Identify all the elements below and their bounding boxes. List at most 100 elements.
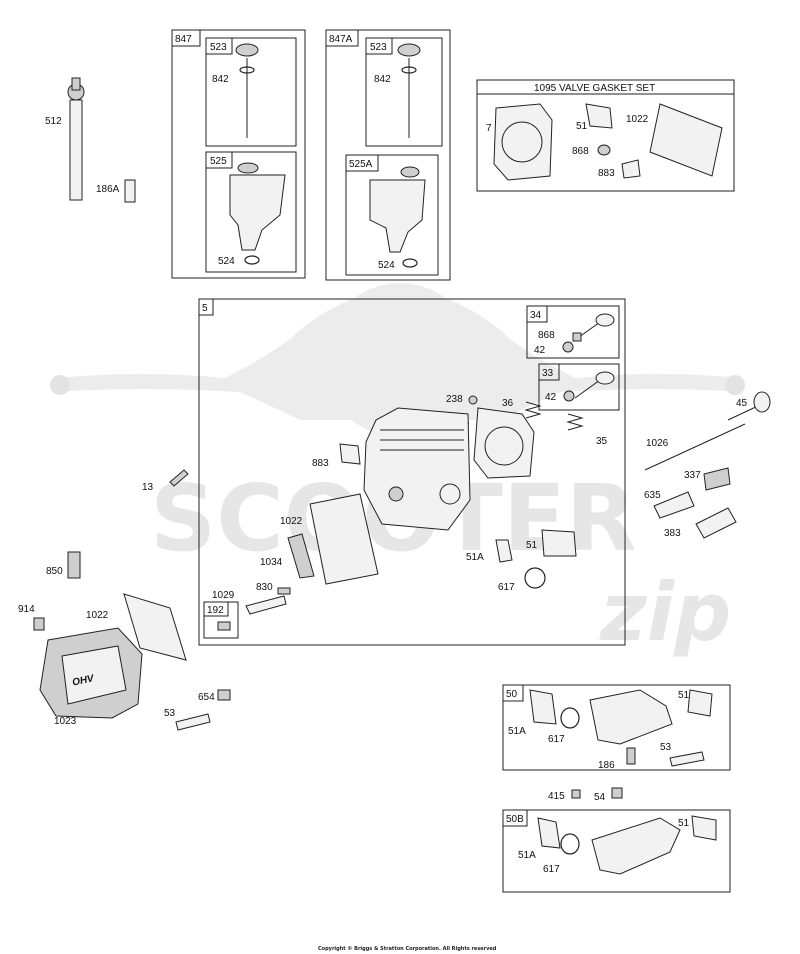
- part-850-sealant-tube: [67, 551, 81, 579]
- part-45-valve: [727, 391, 771, 421]
- label-m617: 617: [548, 734, 565, 745]
- part-42-keeper-a: [562, 341, 574, 353]
- label-h1029: 1029: [212, 590, 235, 601]
- part-883-gasket: [621, 159, 641, 179]
- label-186a: 186A: [96, 184, 120, 195]
- label-l1022: 1022: [86, 610, 109, 621]
- copyright-text: Copyright © Briggs & Stratton Corporatio…: [318, 946, 497, 952]
- part-53-stud-c: [669, 751, 705, 767]
- box-847a-tube-panel: [345, 154, 439, 276]
- label-l914: 914: [18, 604, 35, 615]
- part-524-oring: [244, 255, 260, 265]
- label-h35: 35: [596, 436, 608, 447]
- label-m186: 186: [598, 760, 615, 771]
- part-1022-gasket-b: [309, 493, 379, 585]
- part-7-head-gasket-b: [473, 407, 535, 479]
- label-r635: 635: [644, 490, 661, 501]
- part-cylinder-head: [363, 407, 471, 531]
- label-842-b: 842: [374, 74, 391, 85]
- box-847a-inner-523: 523: [370, 42, 387, 53]
- label-m51a: 51A: [508, 726, 526, 737]
- part-617-oring-d: [560, 833, 580, 855]
- box-34-title: 34: [530, 310, 542, 321]
- box-5-title: 5: [202, 303, 208, 314]
- label-r383: 383: [664, 528, 681, 539]
- part-13-bolt: [169, 469, 189, 487]
- part-525a-fill-tube: [369, 166, 426, 253]
- part-617-oring-c: [560, 707, 580, 729]
- part-35-spring: [566, 413, 584, 431]
- part-50b-intake-manifold: [591, 817, 681, 875]
- box-847a: 847A 523 842 525A 524: [325, 29, 451, 281]
- part-525-fill-tube: [229, 162, 286, 251]
- part-53-stud: [175, 713, 211, 731]
- part-415-screw: [571, 789, 581, 799]
- label-s415: 415: [548, 791, 565, 802]
- part-635-sleeve: [653, 491, 695, 519]
- label-v7: 7: [486, 123, 492, 134]
- part-883-gasket-b: [339, 443, 361, 465]
- part-42-keeper-b: [563, 390, 575, 402]
- box-847-dipstick-panel: [205, 37, 297, 147]
- label-l13: 13: [142, 482, 154, 493]
- part-51-gasket-c: [687, 689, 713, 717]
- part-654-nut: [217, 689, 231, 701]
- label-h883: 883: [312, 458, 329, 469]
- label-m53: 53: [660, 742, 672, 753]
- part-51-gasket-b: [541, 529, 577, 557]
- label-l1023: 1023: [54, 716, 77, 727]
- part-186a-fitting: [124, 179, 136, 203]
- part-1023-valve-cover: OHV: [39, 627, 143, 719]
- part-383-tool: [695, 507, 737, 539]
- part-1022-cover-gasket: [649, 103, 723, 177]
- label-r1026: 1026: [646, 438, 669, 449]
- label-h868: 868: [538, 330, 555, 341]
- label-v883: 883: [598, 168, 615, 179]
- part-51-gasket: [585, 103, 613, 129]
- part-33-valve: [574, 371, 615, 399]
- part-51a-gasket: [495, 539, 513, 563]
- box-50-title: 50: [506, 689, 518, 700]
- part-914-screw: [33, 617, 45, 631]
- box-33: [538, 363, 620, 411]
- label-v51: 51: [576, 121, 588, 132]
- part-186-fitting: [626, 747, 636, 765]
- label-l850: 850: [46, 566, 63, 577]
- label-n617: 617: [543, 864, 560, 875]
- box-847: 847 523 842 525 524: [171, 29, 306, 279]
- box-33-title: 33: [542, 368, 554, 379]
- label-n51a: 51A: [518, 850, 536, 861]
- part-830-screw: [277, 587, 291, 595]
- label-s54: 54: [594, 792, 606, 803]
- part-54-screw: [611, 787, 623, 799]
- label-m51: 51: [678, 690, 690, 701]
- box-34: [526, 305, 620, 359]
- part-868-seal-a: [572, 332, 582, 342]
- label-h51a: 51A: [466, 552, 484, 563]
- part-50-intake-manifold: [589, 689, 673, 745]
- part-1022-gasket-c: [123, 593, 187, 661]
- label-r45: 45: [736, 398, 748, 409]
- part-1029-baffle: [245, 595, 287, 615]
- label-524-a: 524: [218, 256, 235, 267]
- label-v1022: 1022: [626, 114, 649, 125]
- label-r337: 337: [684, 470, 701, 481]
- box-847-inner-523: 523: [210, 42, 227, 53]
- part-512-dipstick-tube: [67, 77, 85, 201]
- part-868-seal: [597, 144, 611, 156]
- part-7-head-gasket: [493, 103, 553, 181]
- box-50: 50 51A 617 51 53 186: [502, 684, 731, 771]
- label-l654: 654: [198, 692, 215, 703]
- box-847a-title: 847A: [329, 34, 353, 45]
- part-51-gasket-d: [691, 815, 717, 841]
- box-847-inner-525: 525: [210, 156, 227, 167]
- label-524-b: 524: [378, 260, 395, 271]
- part-51a-gasket-c: [529, 689, 557, 725]
- box-50b-title: 50B: [506, 814, 524, 825]
- label-512: 512: [45, 116, 62, 127]
- watermark-wing-shape: [55, 290, 740, 420]
- watermark-brand-suffix: zip: [599, 566, 731, 659]
- box-847a-dipstick-panel: [365, 37, 443, 147]
- label-h42a: 42: [534, 345, 546, 356]
